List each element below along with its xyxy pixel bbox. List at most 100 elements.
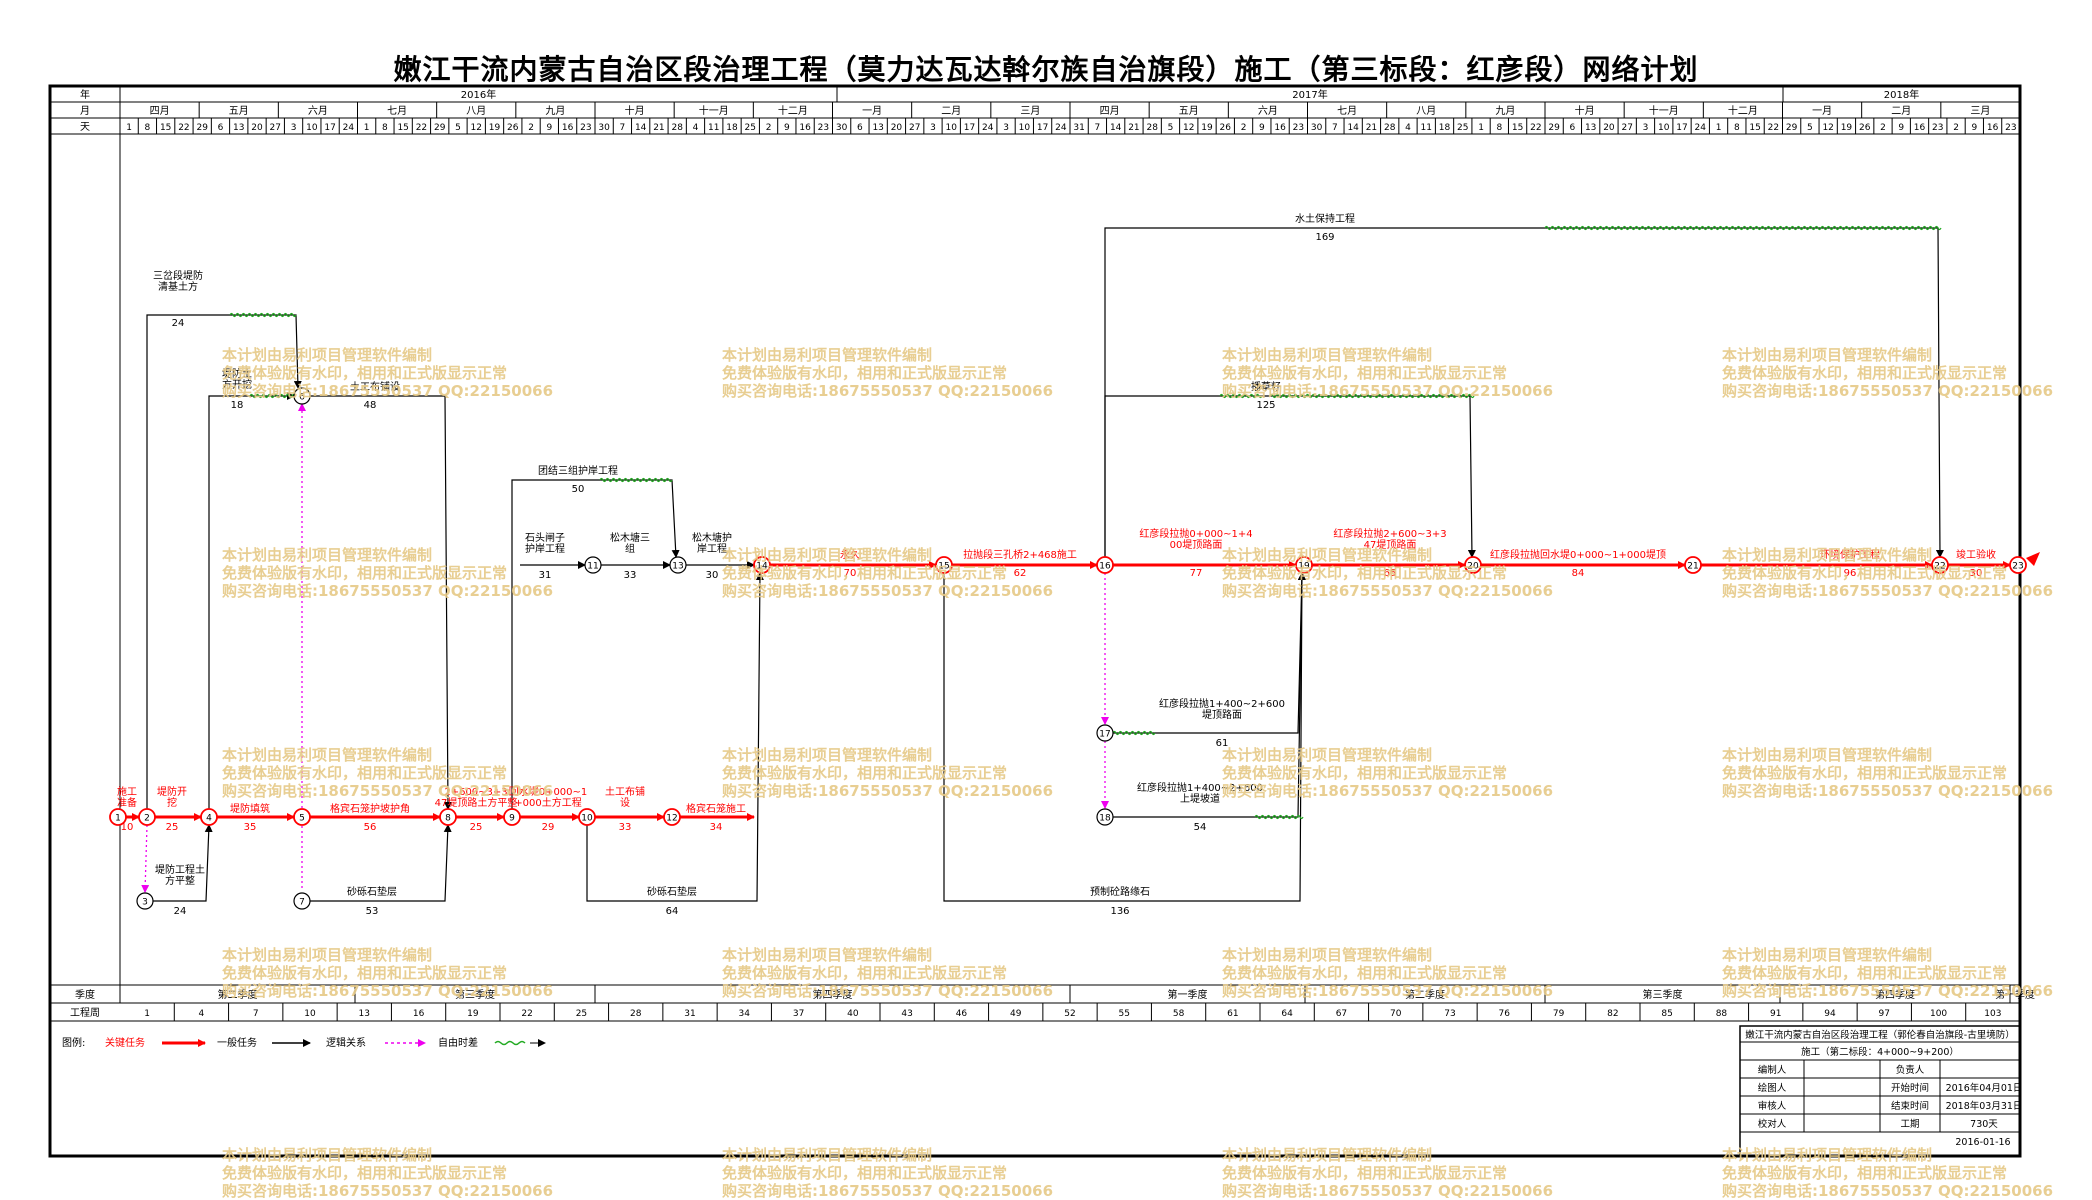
day-label: 24 (1055, 123, 1067, 133)
day-label: 15 (397, 123, 408, 133)
task-arrow-21 (511, 479, 680, 809)
task-arrow-16 (146, 314, 302, 809)
node-number: 19 (1298, 562, 1310, 572)
month-label: 一月 (862, 105, 882, 117)
month-label: 一月 (1812, 105, 1832, 117)
week-label: 1 (144, 1009, 150, 1019)
network-node-9 (503, 808, 521, 826)
network-node-21 (1684, 556, 1702, 574)
task-duration: 50 (572, 484, 585, 495)
week-label: 67 (1336, 1009, 1347, 1019)
day-label: 9 (1259, 123, 1265, 133)
week-label: 25 (576, 1009, 587, 1019)
node-number: 4 (206, 814, 212, 824)
day-label: 3 (291, 123, 297, 133)
network-node-10 (578, 808, 596, 826)
day-label: 3 (1003, 123, 1009, 133)
task-duration: 25 (470, 822, 483, 833)
month-label: 十月 (625, 104, 645, 117)
day-label: 23 (818, 123, 829, 133)
day-label: 28 (1146, 123, 1158, 133)
month-label: 三月 (1020, 105, 1040, 117)
day-label: 7 (1332, 123, 1338, 133)
node-number: 22 (1934, 562, 1945, 572)
week-label: 100 (1930, 1009, 1947, 1019)
task-duration: 24 (172, 318, 185, 329)
day-label: 10 (946, 123, 958, 133)
day-label: 16 (1274, 123, 1286, 133)
day-label: 25 (745, 123, 756, 133)
task-label: 土工布铺设 (350, 380, 400, 393)
info-label: 审核人 (1758, 1100, 1787, 1112)
day-label: 23 (580, 123, 591, 133)
task-duration: 96 (1844, 568, 1857, 579)
network-node-20 (1464, 556, 1482, 574)
day-label: 21 (1128, 123, 1139, 133)
header-row-label: 年 (80, 88, 90, 101)
task-duration: 136 (1110, 906, 1129, 917)
header-row-label: 天 (80, 122, 90, 133)
task-label: 预制砼路缘石 (1090, 885, 1150, 898)
day-label: 13 (1585, 123, 1596, 133)
day-label: 9 (546, 123, 552, 133)
node-number: 8 (445, 814, 451, 824)
day-label: 29 (434, 123, 446, 133)
day-label: 24 (1695, 123, 1707, 133)
day-label: 15 (1512, 123, 1523, 133)
month-label: 十二月 (778, 104, 808, 117)
node-number: 10 (581, 814, 593, 824)
node-number: 21 (1687, 562, 1698, 572)
day-label: 30 (598, 123, 610, 133)
task-label: 格宾石笼护坡护角 (330, 802, 410, 815)
task-label: 堤防填筑 (230, 802, 270, 815)
year-label: 2018年 (1884, 88, 1919, 101)
task-duration: 61 (1216, 738, 1229, 749)
quarter-label: 第三季度 (1643, 988, 1683, 1001)
task-duration: 34 (710, 822, 723, 833)
info-date: 2016-01-16 (1955, 1137, 2010, 1148)
day-label: 22 (1768, 123, 1779, 133)
month-label: 十一月 (699, 104, 729, 117)
day-label: 8 (1496, 123, 1502, 133)
month-label: 六月 (1258, 105, 1278, 117)
network-node-23 (2009, 556, 2027, 574)
day-label: 8 (145, 123, 151, 133)
day-label: 2 (1241, 123, 1247, 133)
network-node-4 (200, 808, 218, 826)
day-label: 5 (455, 123, 461, 133)
day-label: 26 (1220, 123, 1232, 133)
node-number: 1 (115, 814, 121, 824)
task-label: 土工布铺设 (605, 785, 645, 809)
outer-frame (48, 84, 2022, 1158)
task-label: 石头闸子护岸工程 (525, 531, 565, 555)
day-label: 1 (1716, 123, 1722, 133)
day-label: 15 (160, 123, 171, 133)
day-label: 5 (1807, 123, 1813, 133)
free-float-wave (249, 393, 299, 399)
week-label: 79 (1553, 1009, 1565, 1019)
day-label: 14 (1110, 123, 1122, 133)
info-project: 嫩江干流内蒙古自治区段治理工程（郭伦春自治旗段-古里境防） (1745, 1029, 2014, 1041)
day-label: 21 (1366, 123, 1377, 133)
node-number: 23 (2012, 562, 2023, 572)
day-label: 8 (382, 123, 388, 133)
task-label: 拉抛段三孔桥2+468施工 (963, 548, 1077, 561)
day-label: 1 (364, 123, 370, 133)
task-duration: 30 (1970, 568, 1983, 579)
month-label: 四月 (1100, 105, 1120, 117)
free-float-wave (599, 477, 673, 483)
day-label: 20 (1603, 123, 1615, 133)
network-node-15 (935, 556, 953, 574)
week-label: 97 (1879, 1009, 1890, 1019)
day-label: 6 (218, 123, 224, 133)
info-label: 校对人 (1758, 1118, 1787, 1130)
day-label: 31 (1073, 123, 1084, 133)
quarter-label: 第四季度 (1875, 988, 1915, 1001)
week-label: 43 (901, 1009, 912, 1019)
day-label: 14 (1347, 123, 1359, 133)
task-duration: 125 (1256, 400, 1275, 411)
task-label: 永久 (840, 548, 860, 561)
day-label: 19 (1841, 123, 1853, 133)
